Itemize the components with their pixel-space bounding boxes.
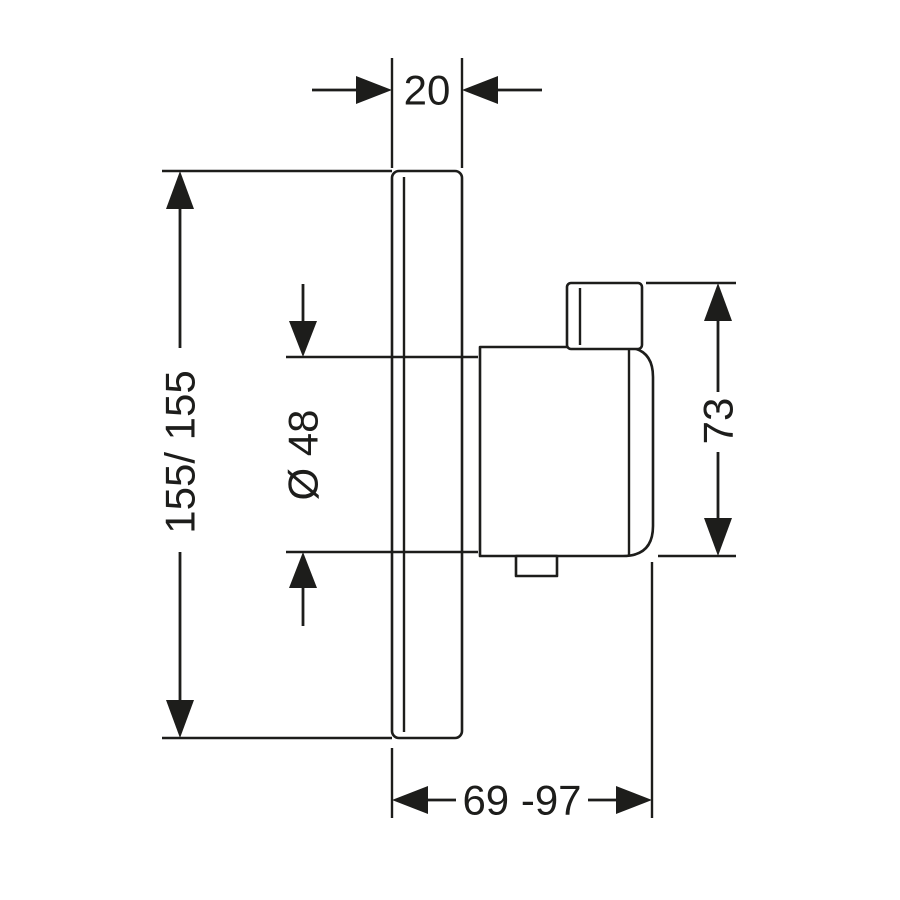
arrow-down-icon <box>289 321 317 357</box>
arrow-right-icon <box>356 76 392 104</box>
handle-stop-block <box>565 281 644 351</box>
arrow-down-icon <box>166 700 194 738</box>
plate-thickness-label: 20 <box>404 67 451 114</box>
arrow-up-icon <box>289 552 317 588</box>
escutcheon-plate <box>390 169 464 740</box>
arrow-up-icon <box>166 171 194 209</box>
arrow-left-icon <box>462 76 498 104</box>
bottom-tab <box>514 554 559 578</box>
body-height-label: 73 <box>695 398 742 445</box>
arrow-up-icon <box>704 283 732 321</box>
arrow-left-icon <box>392 786 428 814</box>
dim-installation-depth: 69 -97 <box>390 562 654 824</box>
arrow-down-icon <box>704 518 732 556</box>
plate-size-label: 155/ 155 <box>157 370 204 534</box>
escutcheon-plate-outline <box>390 169 464 740</box>
bottom-tab-outline <box>514 554 559 578</box>
dim-plate-size: 155/ 155 <box>157 169 392 740</box>
installation-depth-label: 69 -97 <box>462 777 581 824</box>
valve-body-outline <box>478 345 655 558</box>
handle-stop-outline <box>565 281 644 351</box>
dim-body-height: 73 <box>646 281 742 558</box>
dim-plate-thickness: 20 <box>312 58 542 168</box>
dim-handle-diameter: Ø 48 <box>280 284 478 626</box>
arrow-right-icon <box>616 786 652 814</box>
valve-body <box>478 345 655 558</box>
handle-diameter-label: Ø 48 <box>280 409 327 500</box>
